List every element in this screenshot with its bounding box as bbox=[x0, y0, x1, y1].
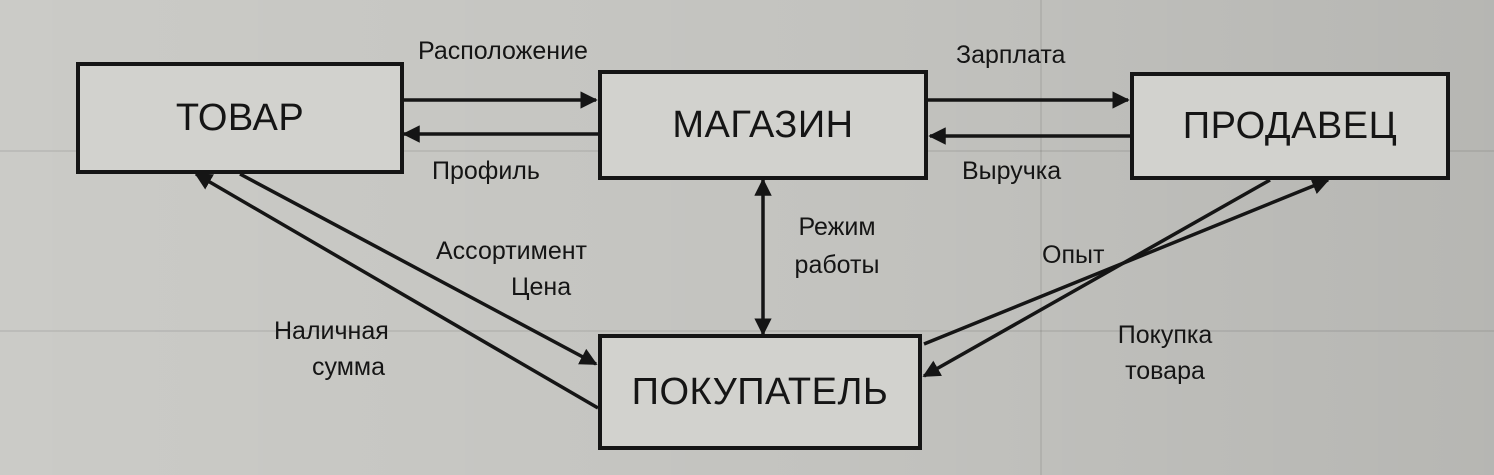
node-tovar-label: ТОВАР bbox=[175, 96, 305, 139]
label-raboty: работы bbox=[794, 251, 880, 279]
node-pokupatel: ПОКУПАТЕЛЬ bbox=[598, 334, 922, 450]
label-opyt: Опыт bbox=[1042, 241, 1105, 269]
label-tovara: товара bbox=[1125, 357, 1205, 385]
label-nalichnaya: Наличная bbox=[274, 317, 389, 345]
arrow-tovar-to-pokupatel bbox=[239, 172, 598, 366]
label-pokupka: Покупка bbox=[1117, 321, 1213, 349]
arrow-pokupatel-to-tovar bbox=[194, 172, 599, 410]
label-tsena: Цена bbox=[511, 273, 572, 301]
label-assortiment: Ассортимент bbox=[436, 237, 587, 265]
node-magazin-label: МАГАЗИН bbox=[672, 103, 854, 146]
arrow-prodavets-to-pokupatel bbox=[922, 178, 1271, 378]
node-prodavets-label: ПРОДАВЕЦ bbox=[1182, 104, 1398, 147]
label-zarplata: Зарплата bbox=[956, 41, 1066, 69]
background-texture bbox=[1040, 0, 1042, 475]
node-magazin: МАГАЗИН bbox=[598, 70, 928, 180]
label-raspolozhenie: Расположение bbox=[418, 37, 588, 65]
label-rezhim: Режим bbox=[798, 213, 876, 241]
background-texture bbox=[0, 330, 1494, 332]
label-vyruchka: Выручка bbox=[962, 157, 1062, 185]
node-pokupatel-label: ПОКУПАТЕЛЬ bbox=[631, 370, 889, 413]
label-profil: Профиль bbox=[432, 157, 540, 185]
node-prodavets: ПРОДАВЕЦ bbox=[1130, 72, 1450, 180]
node-tovar: ТОВАР bbox=[76, 62, 404, 174]
label-summa: сумма bbox=[312, 353, 385, 381]
